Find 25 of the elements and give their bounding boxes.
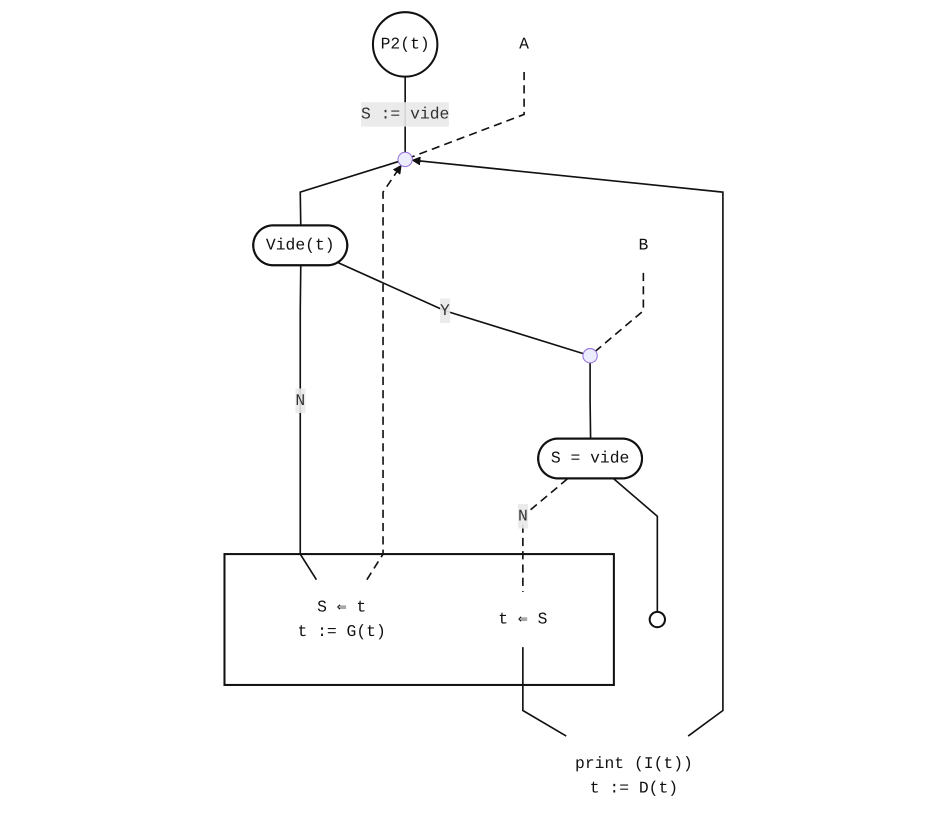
cluster <box>223 553 615 686</box>
connector <box>589 362 592 440</box>
connector <box>522 478 568 592</box>
node-circle <box>648 610 666 628</box>
node-text: A <box>519 35 529 54</box>
connector <box>613 478 658 612</box>
node-text: S ⇐ t t := G(t) <box>297 598 386 641</box>
edge-label: Y <box>440 302 450 320</box>
connector <box>412 72 525 158</box>
edge-label: N <box>518 507 528 526</box>
arrow <box>412 156 724 737</box>
node-text: print (I(t)) t := D(t) <box>575 754 693 798</box>
connector <box>299 266 318 580</box>
connector <box>595 272 644 352</box>
connector <box>522 647 567 737</box>
connector <box>338 262 584 354</box>
arrow <box>366 164 402 580</box>
edge-label: S := vide <box>360 105 450 124</box>
node-circle: P2(t) <box>372 11 438 78</box>
connector <box>299 160 399 226</box>
node-text: t ⇐ S <box>498 610 548 629</box>
node-text: B <box>638 236 648 255</box>
edge-label: N <box>295 392 306 410</box>
node-circle <box>398 152 413 168</box>
node-circle <box>582 348 598 364</box>
